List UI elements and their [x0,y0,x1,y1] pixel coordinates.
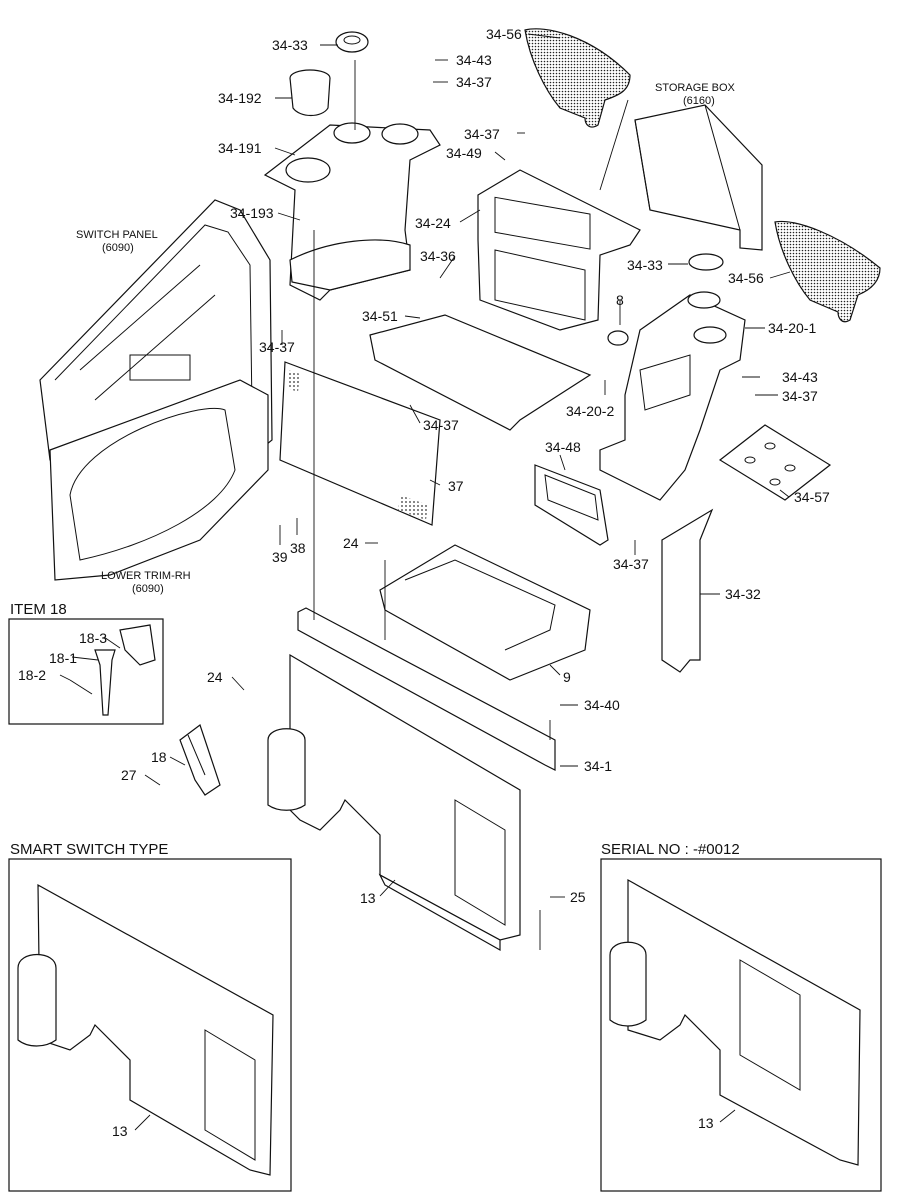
cap-34-33-top [335,31,369,53]
label-34-49: 34-49 [446,145,482,161]
label-34-1: 34-1 [584,758,612,774]
leader-lines [59,33,791,1131]
label-34-43-top: 34-43 [456,52,492,68]
serial-plate [609,878,861,1166]
smart-switch-plate [17,883,274,1176]
tray-34-51 [369,314,592,431]
label-34-37-mid: 34-37 [423,417,459,433]
label-34-193: 34-193 [230,205,274,221]
bracket-9 [379,544,591,681]
pad-34-57 [718,424,832,501]
label-25: 25 [570,889,586,905]
label-34-191: 34-191 [218,140,262,156]
cup-holder-34-192 [289,69,331,117]
plate-13-main [267,653,521,952]
label-34-192: 34-192 [218,90,262,106]
label-34-57: 34-57 [794,489,830,505]
storage-box-ref: (6160) [683,95,715,107]
label-34-37-low: 34-37 [613,556,649,572]
frame-34-24 [477,169,641,331]
label-24-b: 24 [207,669,223,685]
label-34-37-r: 34-37 [782,388,818,404]
switch-panel-ref: (6090) [102,242,134,254]
pad-34-56-top [524,28,631,128]
label-18-3: 18-3 [79,630,107,646]
label-34-37-top: 34-37 [456,74,492,90]
serial-title: SERIAL NO : -#0012 [601,841,740,858]
label-34-56-r: 34-56 [728,270,764,286]
label-38: 38 [290,540,306,556]
ring-8 [607,330,629,346]
label-27: 27 [121,767,137,783]
storage-box-name: STORAGE BOX [655,82,736,94]
latch-18 [179,724,221,796]
label-34-51: 34-51 [362,308,398,324]
smart-switch-inset-frame [8,858,292,1192]
label-34-32: 34-32 [725,586,761,602]
label-39: 39 [272,549,288,565]
label-37: 37 [448,478,464,494]
label-18: 18 [151,749,167,765]
label-34-40: 34-40 [584,697,620,713]
label-34-56-top: 34-56 [486,26,522,42]
pad-34-56-right [774,220,881,323]
label-13-left: 13 [112,1123,128,1139]
switch-panel-name: SWITCH PANEL [76,229,158,241]
lower-trim-ref: (6090) [132,583,164,595]
console-34-20-1 [599,253,746,501]
label-18-2: 18-2 [18,667,46,683]
storage-box-part [634,104,763,251]
rail-34-1 [297,607,556,771]
label-34-33-top: 34-33 [272,37,308,53]
label-13-right: 13 [698,1115,714,1131]
label-34-37-left: 34-37 [259,339,295,355]
console-34-191 [263,122,441,301]
item18-parts [69,624,156,716]
plate-37 [279,361,441,526]
item18-inset-frame [8,618,164,725]
serial-inset-frame [600,858,882,1192]
bracket-34-32 [661,508,714,673]
label-34-48: 34-48 [545,439,581,455]
label-13-main: 13 [360,890,376,906]
lower-trim-name: LOWER TRIM-RH [101,570,191,582]
label-34-24: 34-24 [415,215,451,231]
label-34-37-b: 34-37 [464,126,500,142]
lower-trim-part [49,379,269,581]
label-9: 9 [563,669,571,685]
label-34-33-r: 34-33 [627,257,663,273]
smart-switch-title: SMART SWITCH TYPE [10,841,168,858]
item18-title: ITEM 18 [10,601,67,618]
label-34-20-1: 34-20-1 [768,320,816,336]
pocket-34-48 [534,464,609,546]
label-18-1: 18-1 [49,650,77,666]
label-8: 8 [616,292,624,308]
label-34-36: 34-36 [420,248,456,264]
label-34-20-2: 34-20-2 [566,403,614,419]
label-24-a: 24 [343,535,359,551]
label-34-43-r: 34-43 [782,369,818,385]
